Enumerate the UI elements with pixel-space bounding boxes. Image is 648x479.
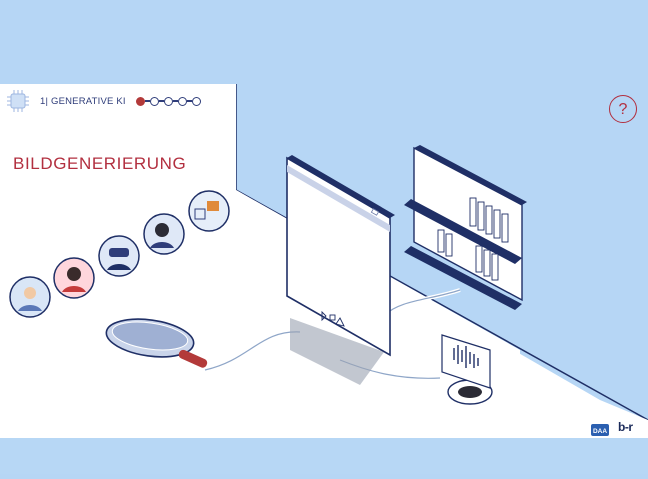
daa-logo-icon: DAA <box>591 424 609 436</box>
avatar-2[interactable] <box>52 256 96 300</box>
progress-steps <box>135 96 201 106</box>
audio-device-icon <box>441 334 493 405</box>
page-title: BILDGENERIERUNG <box>13 154 187 174</box>
progress-step-1[interactable] <box>135 96 145 106</box>
chip-logo-icon <box>7 90 29 112</box>
progress-step-5[interactable] <box>191 96 201 106</box>
avatar-3[interactable] <box>97 234 141 278</box>
avatar-5[interactable] <box>187 189 231 233</box>
progress-step-4[interactable] <box>177 96 187 106</box>
module-header: 1| GENERATIVE KI <box>6 88 201 114</box>
svg-text:DAA: DAA <box>593 428 607 435</box>
module-label: 1| GENERATIVE KI <box>40 95 126 107</box>
progress-step-2[interactable] <box>149 96 159 106</box>
shelf-icon <box>404 145 527 310</box>
monitor-icon <box>286 155 395 357</box>
magnifier-icon <box>105 318 208 368</box>
br-logo: b-r <box>618 420 633 434</box>
bottom-band <box>0 438 648 474</box>
progress-step-3[interactable] <box>163 96 173 106</box>
avatar-1[interactable] <box>8 275 52 319</box>
help-button[interactable]: ? <box>609 95 637 123</box>
avatar-4[interactable] <box>142 212 186 256</box>
